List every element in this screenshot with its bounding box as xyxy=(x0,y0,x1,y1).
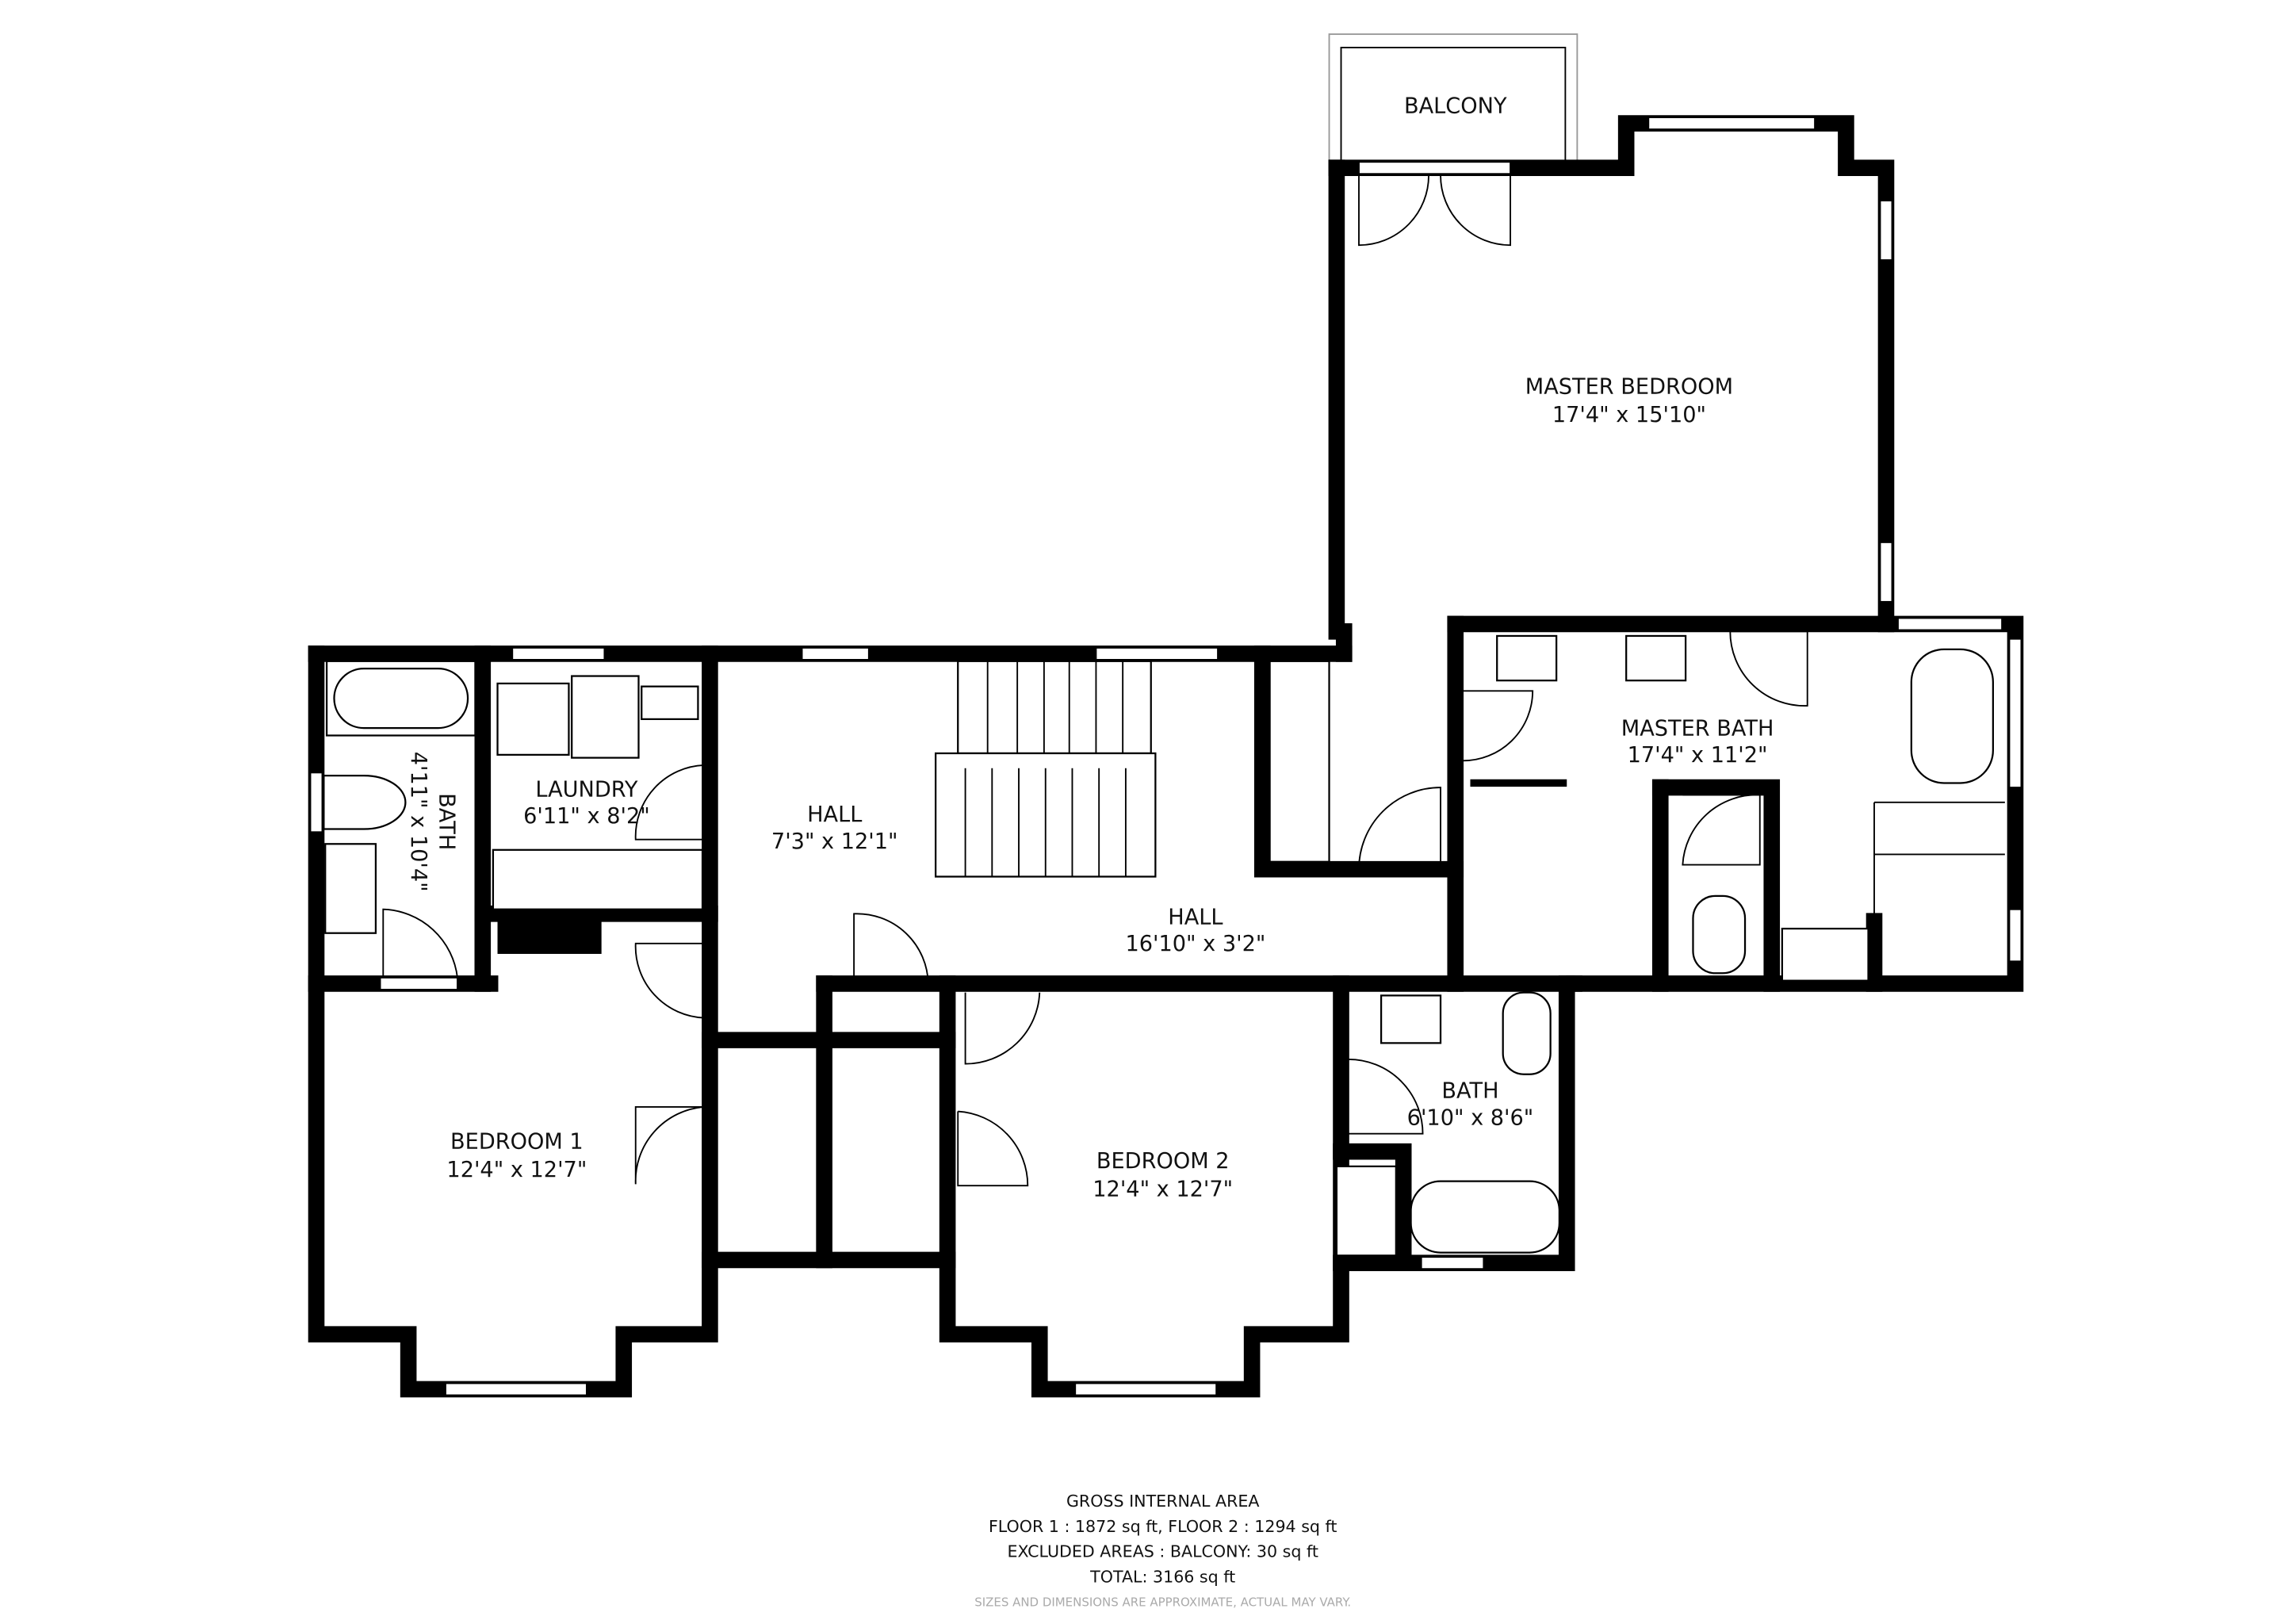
area-floors: FLOOR 1 : 1872 sq ft, FLOOR 2 : 1294 sq … xyxy=(989,1517,1337,1536)
room-size-hall-2: 16'10" x 3'2" xyxy=(1125,932,1265,956)
room-size-bedroom-1: 12'4" x 12'7" xyxy=(446,1158,587,1182)
room-size-hall-1: 7'3" x 12'1" xyxy=(771,829,898,854)
room-name-hall-1: HALL xyxy=(807,802,862,827)
room-labels: BALCONY MASTER BEDROOM 17'4" x 15'10" MA… xyxy=(406,94,1774,1201)
room-name-hall-2: HALL xyxy=(1168,905,1223,929)
room-name-master-bedroom: MASTER BEDROOM xyxy=(1525,375,1733,400)
room-size-bath-2: 6'10" x 8'6" xyxy=(1407,1105,1534,1130)
room-size-laundry: 6'11" x 8'2" xyxy=(523,804,650,829)
walls xyxy=(308,115,2024,1398)
fixtures xyxy=(323,634,2005,1257)
room-name-balcony: BALCONY xyxy=(1404,94,1507,118)
room-name-laundry: LAUNDRY xyxy=(535,777,638,802)
room-size-bath-1: 4'11" x 10'4" xyxy=(406,752,430,892)
area-summary: GROSS INTERNAL AREA FLOOR 1 : 1872 sq ft… xyxy=(974,1492,1351,1610)
room-name-bath-1: BATH xyxy=(434,793,458,850)
room-size-master-bedroom: 17'4" x 15'10" xyxy=(1552,403,1706,427)
disclaimer: SIZES AND DIMENSIONS ARE APPROXIMATE, AC… xyxy=(974,1595,1351,1610)
doors xyxy=(379,161,1808,1187)
windows xyxy=(309,117,2022,1396)
area-excluded: EXCLUDED AREAS : BALCONY: 30 sq ft xyxy=(1008,1542,1318,1561)
area-title: GROSS INTERNAL AREA xyxy=(1066,1492,1260,1511)
room-name-bedroom-2: BEDROOM 2 xyxy=(1096,1149,1230,1174)
room-size-bedroom-2: 12'4" x 12'7" xyxy=(1093,1177,1233,1201)
room-size-master-bath: 17'4" x 11'2" xyxy=(1628,743,1768,768)
room-name-bedroom-1: BEDROOM 1 xyxy=(450,1129,584,1154)
area-total: TOTAL: 3166 sq ft xyxy=(1089,1568,1235,1587)
room-name-master-bath: MASTER BATH xyxy=(1621,716,1774,741)
stairs xyxy=(935,660,1330,878)
room-name-bath-2: BATH xyxy=(1441,1079,1498,1104)
